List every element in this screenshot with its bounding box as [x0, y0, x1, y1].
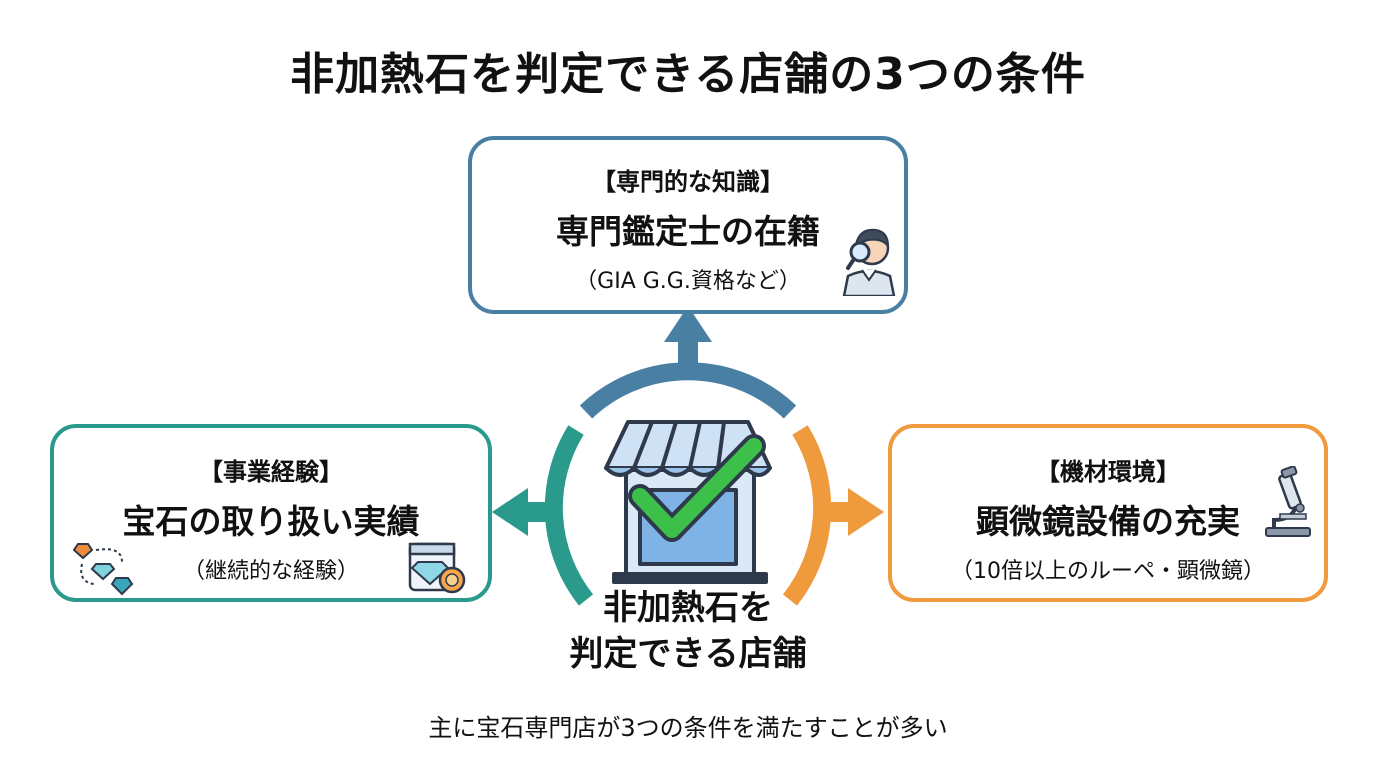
arc-left — [544, 425, 594, 606]
condition-heading: 顕微鏡設備の充実 — [976, 502, 1240, 541]
condition-category: 【事業経験】 — [199, 458, 343, 486]
condition-category: 【専門的な知識】 — [592, 168, 784, 196]
condition-heading: 宝石の取り扱い実績 — [122, 502, 420, 541]
arc-right — [782, 425, 832, 606]
arrow-left — [492, 488, 558, 536]
gem-certificate-icon — [408, 542, 466, 594]
page-title: 非加熱石を判定できる店舗の3つの条件 — [290, 49, 1086, 100]
condition-category: 【機材環境】 — [1036, 458, 1180, 486]
condition-box-expertise: 【専門的な知識】 専門鑑定士の在籍 （GIA G.G.資格など） — [468, 136, 908, 314]
center-label-line-1: 非加熱石を — [603, 588, 773, 628]
arrow-right — [818, 488, 884, 536]
caption: 主に宝石専門店が3つの条件を満たすことが多い — [428, 714, 948, 742]
gem-exchange-icon — [72, 543, 134, 596]
appraiser-icon — [842, 228, 896, 296]
center-label: 非加熱石を 判定できる店舗 — [528, 585, 848, 677]
condition-note: （継続的な経験） — [182, 559, 359, 584]
condition-note: （GIA G.G.資格など） — [575, 269, 801, 294]
condition-heading: 専門鑑定士の在籍 — [556, 212, 820, 251]
arc-top — [579, 362, 797, 419]
condition-note: （10倍以上のルーペ・顕微鏡） — [951, 559, 1265, 584]
microscope-icon — [1265, 466, 1311, 537]
arrow-up — [664, 306, 712, 372]
center-label-line-2: 判定できる店舗 — [569, 634, 807, 674]
condition-box-equipment: 【機材環境】 顕微鏡設備の充実 （10倍以上のルーペ・顕微鏡） — [888, 424, 1328, 602]
